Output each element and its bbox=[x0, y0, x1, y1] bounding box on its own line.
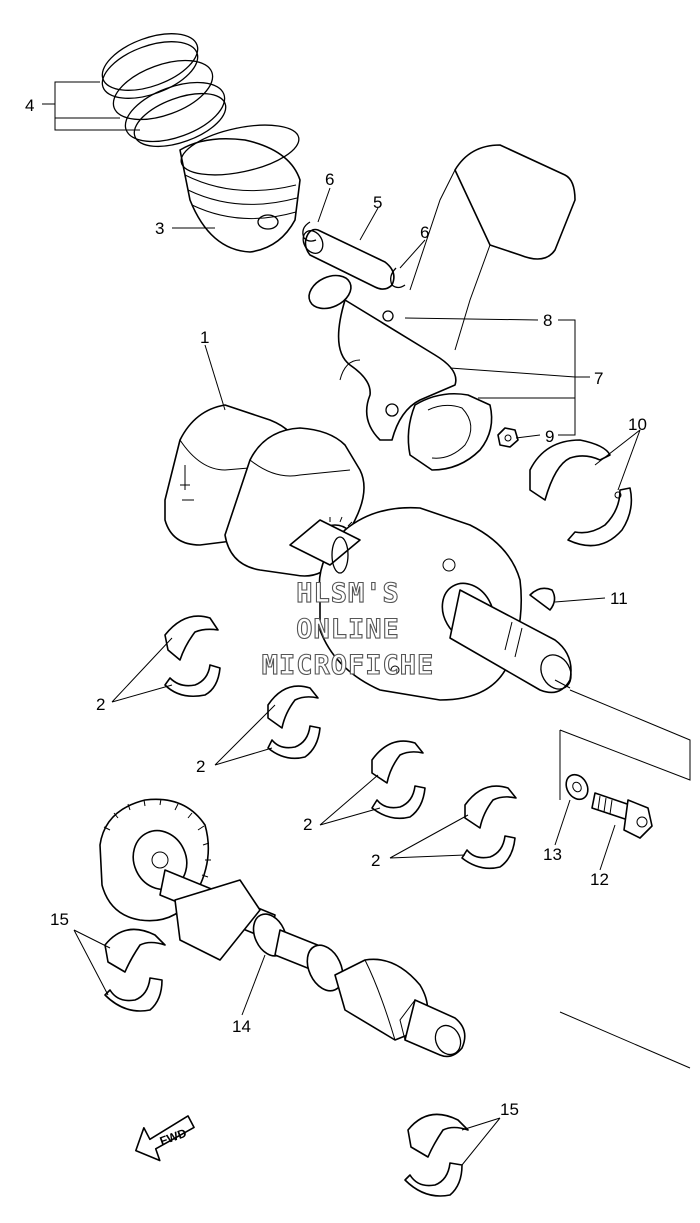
label-2-set-4: 2 bbox=[371, 851, 380, 870]
main-bearing-set-2 bbox=[267, 685, 321, 760]
watermark-line-3: MICROFICHE bbox=[262, 650, 435, 681]
main-bearing-set-4 bbox=[461, 785, 517, 870]
label-6-lower: 6 bbox=[420, 223, 429, 242]
watermark-line-1: HLSM'S bbox=[296, 578, 400, 609]
big-end-bearing-upper bbox=[529, 439, 611, 501]
label-5: 5 bbox=[373, 193, 382, 212]
piston-rings bbox=[101, 33, 227, 148]
fwd-arrow-label: FWD bbox=[158, 1126, 189, 1149]
crankshaft bbox=[164, 404, 572, 701]
leader-lines bbox=[42, 81, 691, 1166]
label-14: 14 bbox=[232, 1017, 251, 1036]
label-6-upper: 6 bbox=[325, 170, 334, 189]
fwd-arrow-icon: FWD bbox=[135, 1115, 195, 1162]
balancer-bearing-set-1 bbox=[104, 928, 166, 1012]
label-2-set-3: 2 bbox=[303, 815, 312, 834]
label-9: 9 bbox=[545, 427, 554, 446]
main-bearing-set-3 bbox=[371, 740, 426, 820]
bolt bbox=[591, 792, 653, 839]
label-7: 7 bbox=[594, 369, 603, 388]
washer bbox=[565, 773, 589, 801]
label-3: 3 bbox=[155, 219, 164, 238]
label-1: 1 bbox=[200, 328, 209, 347]
piston bbox=[179, 124, 301, 253]
big-end-bearing-lower bbox=[567, 487, 633, 547]
label-10: 10 bbox=[628, 415, 647, 434]
label-2-set-1: 2 bbox=[96, 695, 105, 714]
connecting-rod bbox=[308, 144, 576, 471]
piston-pin bbox=[302, 228, 395, 290]
label-2-set-2: 2 bbox=[196, 757, 205, 776]
balancer-bearing-set-2 bbox=[404, 1113, 469, 1197]
callout-labels: 1 2 2 2 2 3 4 5 6 6 7 8 9 10 11 12 13 14… bbox=[25, 96, 647, 1119]
main-bearing-set-1 bbox=[164, 615, 221, 698]
label-4: 4 bbox=[25, 96, 34, 115]
bolt-washer-box bbox=[559, 689, 691, 800]
label-15-set-2: 15 bbox=[500, 1100, 519, 1119]
label-13: 13 bbox=[543, 845, 562, 864]
pin-clip-lower bbox=[390, 267, 406, 289]
label-12: 12 bbox=[590, 870, 609, 889]
woodruff-key bbox=[529, 587, 556, 611]
balancer-shaft bbox=[99, 798, 466, 1058]
label-8: 8 bbox=[543, 311, 552, 330]
watermark: HLSM'S ONLINE MICROFICHE bbox=[261, 577, 435, 681]
rod-nut bbox=[497, 427, 519, 448]
label-15-set-1: 15 bbox=[50, 910, 69, 929]
label-11: 11 bbox=[610, 589, 628, 608]
watermark-line-2: ONLINE bbox=[296, 614, 400, 645]
pin-clip-upper bbox=[302, 221, 317, 242]
